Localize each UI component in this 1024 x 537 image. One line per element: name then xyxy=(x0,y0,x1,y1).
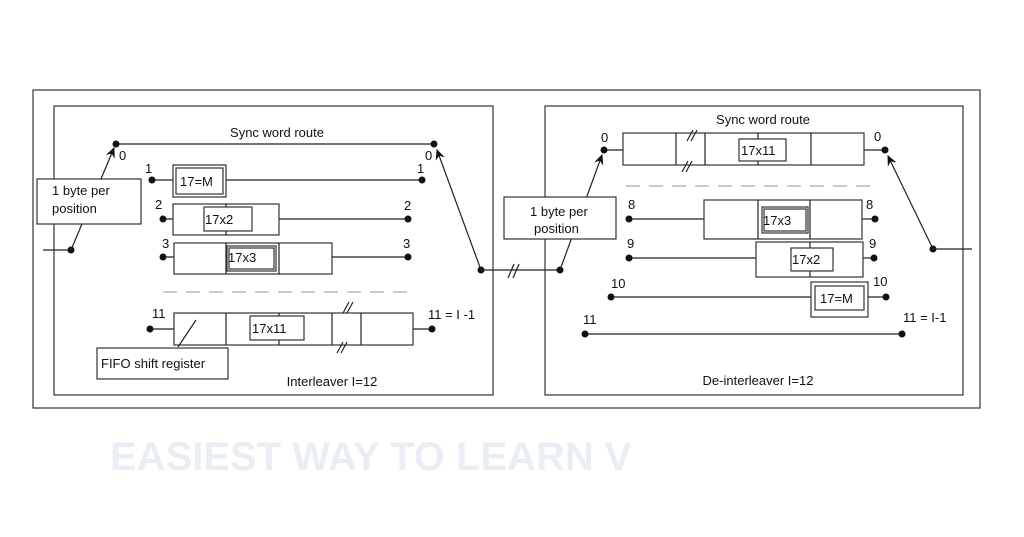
port-dot xyxy=(898,330,906,338)
fifo-cell xyxy=(738,138,787,162)
port-label: 10 xyxy=(611,276,625,291)
port-label: 1 xyxy=(145,161,152,176)
port-label: 9 xyxy=(627,236,634,251)
port-label: 0 xyxy=(601,130,608,145)
port-label: 0 xyxy=(874,129,881,144)
port-dot xyxy=(625,215,633,223)
fifo-cell-inner xyxy=(228,247,275,270)
cell-label: 17x2 xyxy=(792,252,820,267)
port-dot xyxy=(600,146,608,154)
byte-label: 1 byte per xyxy=(52,183,110,198)
port-label: 11 = I-1 xyxy=(903,310,946,325)
deinterleaver-block: Sync word route 1 byte per position 0 0 … xyxy=(503,105,972,396)
port-label: 8 xyxy=(866,197,873,212)
fifo-label: FIFO shift register xyxy=(101,356,206,371)
commutator-arrow xyxy=(887,154,934,250)
cell-label: 17=M xyxy=(820,291,853,306)
port-dot xyxy=(428,325,436,333)
cell-label: 17x2 xyxy=(205,212,233,227)
port-label: 11 = I -1 xyxy=(428,307,475,322)
port-dot xyxy=(607,293,615,301)
byte-label: position xyxy=(534,221,579,236)
deinterleaver-frame xyxy=(544,105,964,396)
port-label: 2 xyxy=(404,198,411,213)
byte-per-position-box xyxy=(36,178,142,225)
fifo-cell-inner xyxy=(175,167,224,195)
port-label: 3 xyxy=(162,236,169,251)
cell-label: 17x3 xyxy=(763,213,791,228)
port-dot xyxy=(159,215,167,223)
port-dot xyxy=(870,254,878,262)
port-dot xyxy=(430,140,438,148)
cell-label: 17x11 xyxy=(252,321,286,336)
interleaver-block: Sync word route 0 0 1 byte per position … xyxy=(36,105,494,396)
fifo-cell-inner xyxy=(763,208,807,232)
port-dot xyxy=(882,293,890,301)
break-marks xyxy=(507,263,520,279)
watermark: EASIEST WAY TO LEARN V xyxy=(110,435,632,479)
break-marks xyxy=(681,129,698,173)
sync-word-route-label: Sync word route xyxy=(230,125,324,140)
fifo-cell xyxy=(249,315,305,341)
port-label: 10 xyxy=(873,274,887,289)
fifo-label-box xyxy=(96,347,229,380)
port-label: 2 xyxy=(155,197,162,212)
byte-label: position xyxy=(52,201,97,216)
cell-label: 17=M xyxy=(180,174,213,189)
port-dot xyxy=(404,253,412,261)
port-label: 1 xyxy=(417,161,424,176)
commutator-arrow xyxy=(435,148,482,271)
port-dot xyxy=(625,254,633,262)
fifo-cell xyxy=(790,247,834,272)
outer-frame xyxy=(32,89,981,409)
byte-per-position-box xyxy=(503,196,617,240)
sync-word-route-label: Sync word route xyxy=(716,112,810,127)
cell-label: 17x3 xyxy=(228,250,256,265)
port-label: 11 xyxy=(583,312,597,327)
port-label: 11 xyxy=(152,306,166,321)
port-label: 3 xyxy=(403,236,410,251)
port-dot xyxy=(404,215,412,223)
interleaver-title: Interleaver I=12 xyxy=(287,374,378,389)
port-label: 8 xyxy=(628,197,635,212)
fifo-cell xyxy=(203,206,253,232)
port-dot xyxy=(418,176,426,184)
port-dot xyxy=(871,215,879,223)
break-marks xyxy=(336,301,354,354)
port-label: 0 xyxy=(425,148,432,163)
fifo-cell-inner xyxy=(814,285,865,311)
port-dot xyxy=(881,146,889,154)
port-dot xyxy=(112,140,120,148)
byte-label: 1 byte per xyxy=(530,204,588,219)
port-label: 9 xyxy=(869,236,876,251)
leader-line xyxy=(177,319,197,348)
port-dot xyxy=(148,176,156,184)
port-dot xyxy=(146,325,154,333)
port-dot xyxy=(581,330,589,338)
port-label: 0 xyxy=(119,148,126,163)
deinterleaver-title: De-interleaver I=12 xyxy=(703,373,814,388)
port-dot xyxy=(159,253,167,261)
cell-label: 17x11 xyxy=(741,143,775,158)
